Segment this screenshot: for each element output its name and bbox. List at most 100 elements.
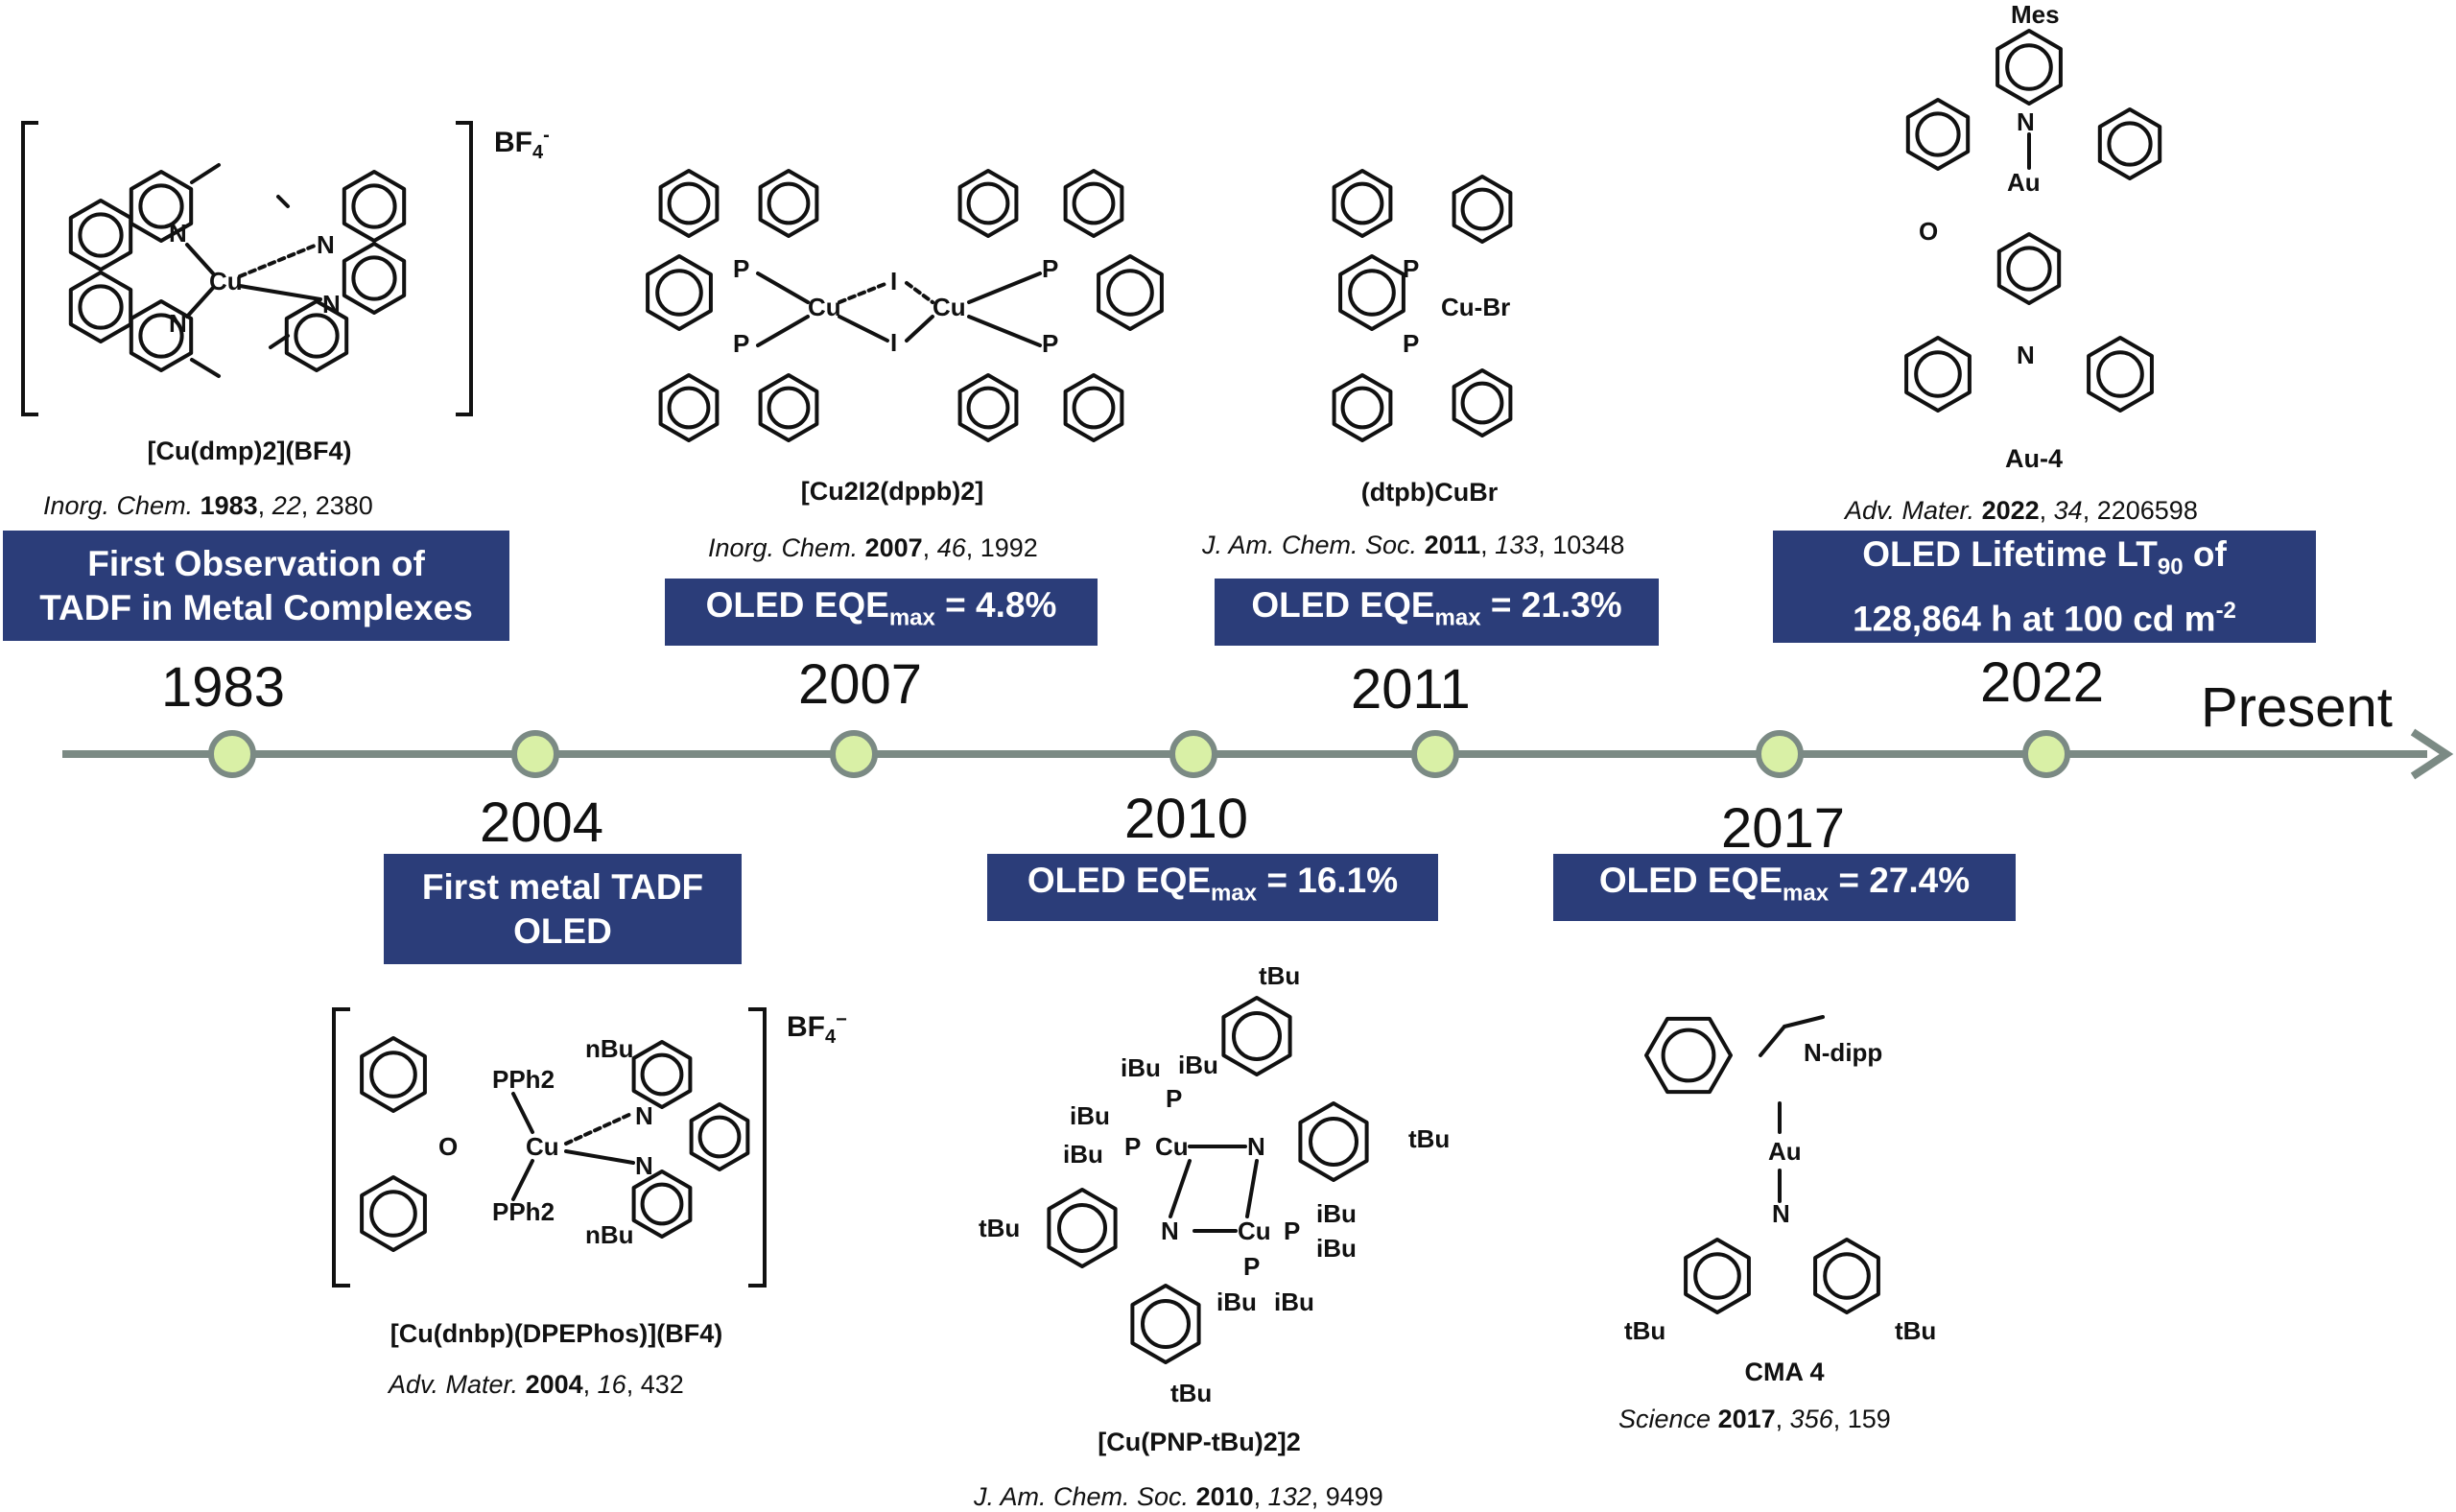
ring-2010-d-aromatic	[1141, 1299, 1191, 1349]
bond-2004-p-cu-a	[511, 1092, 534, 1134]
year-label-2010: 2010	[1124, 788, 1249, 850]
ring-2007-i-aromatic	[966, 386, 1010, 430]
box-2004-line2: OLED	[513, 910, 612, 951]
atom-cu-2007-a: Cu	[808, 293, 841, 321]
milestone-box-2022: OLED Lifetime LT90 of 128,864 h at 100 c…	[1773, 531, 2316, 643]
atom-n-1983-b: N	[169, 309, 187, 338]
ring-2011-d	[1332, 373, 1393, 442]
methyl-1983-b	[190, 358, 221, 378]
ring-2007-d	[658, 373, 720, 442]
ring-2017-adamantyl	[1644, 1016, 1733, 1095]
atom-ibu-2010-b: iBu	[1178, 1051, 1218, 1079]
ring-2022-d	[1904, 336, 1972, 413]
ring-2004-a	[360, 1036, 427, 1113]
ring-2004-e	[631, 1169, 693, 1239]
atom-p-2011-b: P	[1403, 329, 1420, 358]
ring-2022-b	[2097, 107, 2162, 180]
ring-2004-a-aromatic	[369, 1051, 417, 1099]
compound-name-2017: CMA 4	[1744, 1358, 1825, 1386]
atom-p-2007-d: P	[1042, 329, 1059, 358]
atom-p-2010-d: P	[1243, 1252, 1261, 1281]
ring-2007-b-aromatic	[667, 181, 711, 225]
timeline-node-2010	[1169, 730, 1217, 778]
atom-nbu-2004-a: nBu	[585, 1034, 634, 1063]
ring-2010-b-aromatic	[1309, 1117, 1358, 1167]
ring-2010-a	[1221, 996, 1292, 1076]
ring-1983-b	[129, 170, 194, 243]
citation-2004: Adv. Mater. 2004, 16, 432	[389, 1370, 684, 1399]
box-2004-line1: First metal TADF	[421, 866, 704, 907]
ring-2017-carbazole-a	[1684, 1238, 1751, 1314]
atom-p-2007-c: P	[1042, 254, 1059, 283]
ring-1983-c	[68, 271, 133, 343]
ring-2011-c-aromatic	[1460, 187, 1504, 231]
box-2011-text: OLED EQEmax = 21.3%	[1251, 585, 1622, 631]
atom-p-2007-b: P	[733, 329, 750, 358]
ring-2011-a-aromatic	[1348, 269, 1396, 317]
timeline-nodes	[208, 730, 2070, 778]
box-2022-line1: OLED Lifetime LT90 of	[1862, 533, 2227, 580]
ring-1983-b-aromatic	[138, 183, 184, 229]
milestone-box-1983: First Observation of TADF in Metal Compl…	[3, 531, 509, 641]
ring-2011-d-aromatic	[1340, 386, 1384, 430]
atom-cu-2010-b: Cu	[1238, 1217, 1271, 1245]
year-label-2022: 2022	[1980, 651, 2105, 714]
box-2007-text: OLED EQEmax = 4.8%	[705, 585, 1057, 631]
citation-1983: Inorg. Chem. 1983, 22, 2380	[43, 491, 373, 520]
atom-n-2022-a: N	[2017, 107, 2035, 136]
ring-2011-c	[1452, 175, 1513, 244]
ring-2011-a	[1338, 254, 1405, 331]
ring-2007-c	[758, 169, 819, 238]
bond-1983-n-cu-a	[185, 243, 215, 275]
atom-cu-2007-b: Cu	[933, 293, 966, 321]
citation-2007: Inorg. Chem. 2007, 46, 1992	[708, 533, 1038, 562]
ring-2007-d-aromatic	[667, 386, 711, 430]
atom-ibu-2010-h: iBu	[1274, 1288, 1314, 1316]
ring-1983-e-aromatic	[351, 183, 397, 229]
atom-ibu-2010-a: iBu	[1121, 1053, 1161, 1082]
atom-tbu-2017-a: tBu	[1624, 1316, 1666, 1345]
ring-1983-g	[284, 299, 349, 372]
atom-i-2007-a: I	[890, 267, 898, 295]
atom-ibu-2010-d: iBu	[1063, 1140, 1103, 1169]
milestone-box-2004: First metal TADF OLED	[384, 854, 742, 964]
ring-2004-d	[689, 1102, 750, 1171]
ring-2017-adamantyl-aromatic	[1661, 1028, 1716, 1083]
atom-cu-2010-a: Cu	[1155, 1132, 1189, 1161]
atom-i-2007-b: I	[890, 328, 898, 357]
atom-tbu-2010-d: tBu	[1170, 1379, 1213, 1407]
ring-1983-a-aromatic	[78, 212, 124, 258]
atom-p-2007-a: P	[733, 254, 750, 283]
bond-2007-p-cu-a	[756, 272, 810, 304]
bond-2004-p-cu-b	[511, 1159, 534, 1201]
ring-2011-b-aromatic	[1340, 181, 1384, 225]
ring-2022-e-aromatic	[2096, 350, 2144, 398]
ring-2007-a	[646, 254, 713, 331]
ring-2004-e-aromatic	[640, 1182, 684, 1226]
atom-o-2022: O	[1919, 217, 1939, 246]
atom-dipp-2017: N-dipp	[1804, 1038, 1883, 1067]
ring-2011-e-aromatic	[1460, 381, 1504, 425]
box-2022-line2: 128,864 h at 100 cd m-2	[1853, 598, 2236, 639]
ring-2007-h-aromatic	[1072, 181, 1116, 225]
ring-2007-a-aromatic	[655, 269, 703, 317]
ring-2007-b	[658, 169, 720, 238]
bond-2017-pyrrolidine-b	[1783, 1015, 1825, 1028]
compound-name-2011: (dtpb)CuBr	[1360, 478, 1499, 507]
ring-2007-c-aromatic	[767, 181, 811, 225]
bond-2007-cu-p-c	[967, 272, 1042, 304]
ring-2004-d-aromatic	[697, 1115, 742, 1159]
bond-2007-cu-i-a	[838, 281, 889, 304]
atom-n-2004-a: N	[635, 1101, 653, 1130]
atom-p-2011-a: P	[1403, 254, 1420, 283]
atom-ibu-2010-c: iBu	[1070, 1101, 1110, 1130]
atom-ibu-2010-e: iBu	[1316, 1199, 1357, 1228]
atom-n-2022-b: N	[2017, 341, 2035, 369]
methyl-1983-d	[269, 334, 290, 349]
ring-2010-b	[1298, 1101, 1369, 1182]
atom-mes-2022: Mes	[2011, 0, 2060, 29]
ring-2011-b	[1332, 169, 1393, 238]
milestone-box-2007: OLED EQEmax = 4.8%	[665, 579, 1098, 646]
atom-tbu-2017-b: tBu	[1895, 1316, 1937, 1345]
